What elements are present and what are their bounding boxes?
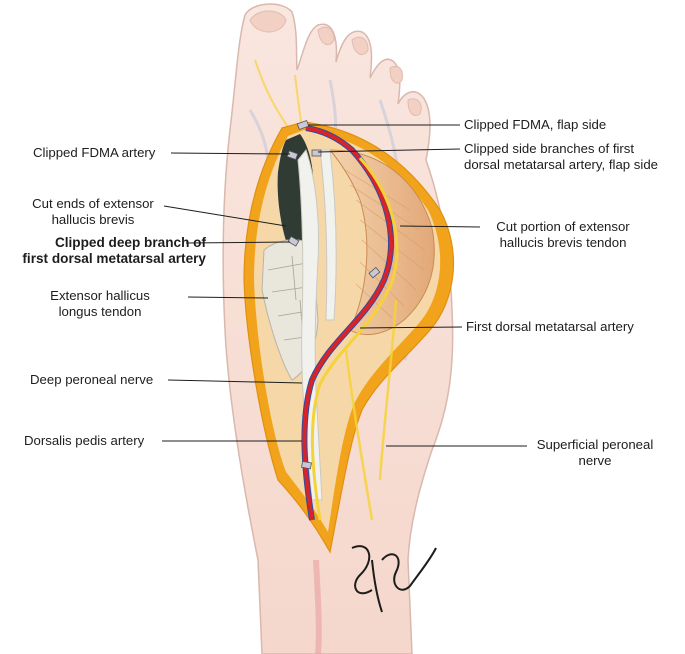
label-clipped-fdma-flap: Clipped FDMA, flap side	[464, 117, 607, 132]
leader-cut-ends-ehb	[163, 205, 287, 227]
leg-artery-hint	[313, 559, 322, 654]
label-ehl-tendon: Extensor hallicus longus tendon	[50, 288, 150, 319]
leader-clipped-side-branches	[317, 148, 461, 153]
toe5-nail	[407, 98, 422, 116]
ehb-muscle-flap	[328, 149, 435, 336]
leader-first-dma	[359, 326, 463, 329]
label-clipped-side-branches: Clipped side branches of first dorsal me…	[464, 141, 658, 172]
flap-incision	[243, 119, 455, 554]
clip-lower	[301, 460, 312, 470]
skin-vein	[248, 79, 423, 361]
label-dorsalis-pedis: Dorsalis pedis artery	[24, 433, 145, 448]
label-clipped-deep-branch: Clipped deep branch of first dorsal meta…	[22, 235, 206, 266]
leader-clipped-fdma-artery	[170, 152, 291, 155]
leader-clipped-deep-branch	[185, 241, 291, 244]
label-cut-portion-ehb: Cut portion of extensor hallucis brevis …	[496, 219, 630, 250]
leader-cut-portion-ehb	[399, 225, 481, 228]
leader-ehl-tendon	[187, 296, 269, 299]
clip-side-branch	[311, 149, 322, 157]
label-cut-ends-ehb: Cut ends of extensor hallucis brevis	[32, 196, 154, 227]
leader-deep-peroneal-nerve	[167, 379, 303, 384]
superficial-peroneal-nerve-path	[344, 299, 398, 521]
vessel-clips	[286, 119, 381, 470]
clip-flap-branch	[368, 266, 381, 279]
artist-signature	[351, 545, 437, 613]
label-superficial-peroneal: Superficial peroneal nerve	[536, 437, 654, 468]
deep-peroneal-nerve-path	[310, 157, 399, 521]
clip-fdma-flap	[296, 119, 310, 131]
label-first-dma: First dorsal metatarsal artery	[466, 319, 634, 334]
dorsalis-pedis-artery-path	[302, 126, 393, 521]
label-clipped-fdma-artery: Clipped FDMA artery	[33, 145, 156, 160]
clip-deep-branch	[287, 235, 300, 247]
leader-lines	[162, 124, 527, 447]
label-deep-peroneal-nerve: Deep peroneal nerve	[30, 372, 154, 387]
ehb-tendon-cut	[319, 149, 337, 321]
toe4-nail	[389, 66, 403, 84]
toe2-nail	[317, 26, 335, 46]
bone-lines	[267, 255, 315, 351]
ehl-tendon	[297, 148, 323, 501]
hallux-nail	[249, 10, 287, 33]
toe3-nail	[351, 36, 369, 56]
